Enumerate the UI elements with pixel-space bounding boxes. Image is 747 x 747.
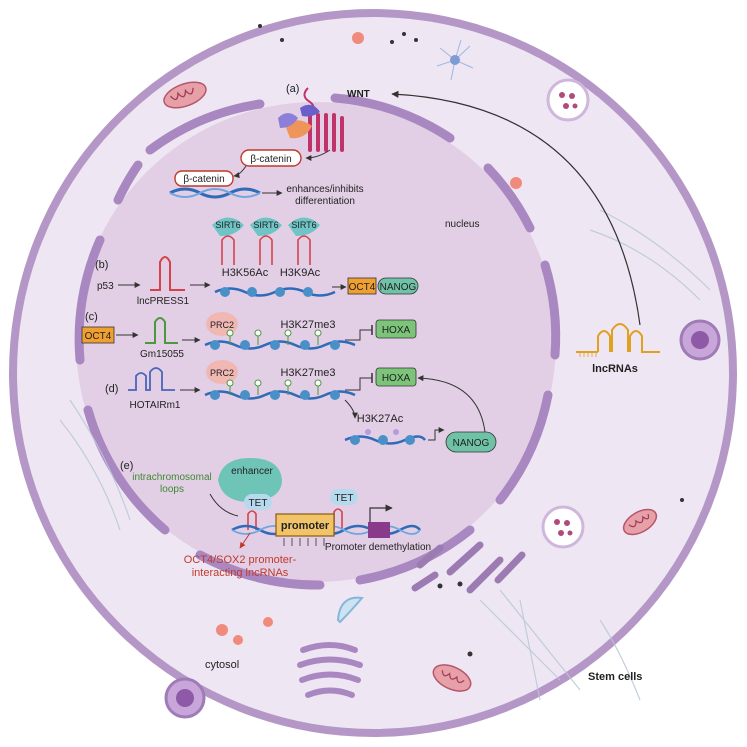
lncrna-icon	[576, 323, 660, 353]
tet-label: TET	[335, 493, 354, 504]
p53-label: p53	[97, 281, 114, 292]
beta-catenin-box	[240, 149, 302, 167]
h3k27ac-label: H3K27Ac	[357, 413, 404, 425]
tet-complex	[330, 489, 358, 505]
panel-c-tag: (c)	[85, 311, 98, 323]
lncpress1-label: lncPRESS1	[137, 296, 190, 307]
vesicle-icon	[546, 78, 590, 122]
promoter-label: promoter	[281, 520, 330, 532]
gene-block	[368, 522, 390, 538]
hoxa-box	[375, 319, 417, 339]
chromatin-strand	[344, 429, 427, 445]
enhancer-label: enhancer	[231, 466, 273, 477]
lncpress1-rna-icon	[150, 256, 185, 291]
lncrnas-label: lncRNAs	[592, 363, 638, 375]
oct4-box	[81, 326, 115, 344]
loops-label: intrachromosomal	[132, 472, 211, 483]
nanog-box	[445, 431, 497, 453]
gm15055-rna-icon	[145, 317, 178, 344]
loops-label: loops	[160, 484, 184, 495]
chromatin-strand	[204, 379, 356, 400]
h3k27me3-label: H3K27me3	[280, 367, 335, 379]
dna-strand	[169, 187, 261, 199]
chromatin-strand	[204, 329, 356, 350]
wnt-label: WNT	[347, 89, 370, 100]
hoxa-label: HOXA	[382, 325, 411, 336]
prc2-label: PRC2	[210, 368, 234, 378]
nuclear-envelope	[74, 93, 561, 590]
mitochondrion-icon	[163, 81, 207, 109]
panel-e-tag: (e)	[120, 460, 133, 472]
h3k27me3-label: H3K27me3	[280, 319, 335, 331]
promoter-box	[275, 513, 335, 537]
sirt6-label: SIRT6	[253, 220, 278, 230]
wnt-receptor-icon	[278, 87, 344, 152]
mitochondrion-icon	[432, 664, 472, 692]
beta-catenin-box	[174, 170, 234, 187]
demethylation-label: Promoter demethylation	[325, 542, 431, 553]
hoxa-box	[375, 367, 417, 387]
nanog-label: NANOG	[453, 438, 490, 449]
oct4-label: OCT4	[85, 331, 112, 342]
lysosome-icon	[164, 677, 206, 719]
mitochondrion-icon	[622, 508, 658, 536]
h3k9ac-label: H3K9Ac	[280, 267, 321, 279]
promoter-lncrna-label: interacting lncRNAs	[192, 567, 289, 579]
h3k56ac-label: H3K56Ac	[222, 267, 269, 279]
hotairm1-label: HOTAIRm1	[130, 400, 181, 411]
effect-label: differentiation	[295, 196, 355, 207]
nanog-label: NANOG	[380, 282, 417, 293]
gm15055-label: Gm15055	[140, 349, 184, 360]
hoxa-label: HOXA	[382, 373, 411, 384]
panel-b-tag: (b)	[95, 259, 108, 271]
prc2-complex	[206, 360, 238, 384]
oct4-box	[347, 277, 377, 295]
cytosol-decorations	[59, 24, 721, 719]
promoter-lncrna-icon	[247, 508, 343, 530]
cytosol-label: cytosol	[205, 659, 239, 671]
effect-label: enhances/inhibits	[286, 184, 363, 195]
lysosome-icon	[679, 319, 721, 361]
enhancer-blob	[218, 458, 282, 502]
beta-catenin-label: β-catenin	[250, 154, 291, 165]
prc2-label: PRC2	[210, 320, 234, 330]
nucleus-body	[76, 102, 556, 582]
sirt6-label: SIRT6	[291, 220, 316, 230]
hotairm1-rna-icon	[128, 367, 175, 391]
stem-cells-label: Stem cells	[588, 671, 642, 683]
panel-d-tag: (d)	[105, 383, 118, 395]
transcription-start-arrow	[369, 504, 393, 522]
nucleus-label: nucleus	[445, 219, 479, 230]
sirt6-complex	[212, 217, 320, 265]
lncrna-to-wnt-arrow	[391, 90, 641, 326]
oct4-label: OCT4	[349, 282, 376, 293]
chromatin-strand	[214, 287, 336, 297]
sirt6-label: SIRT6	[215, 220, 240, 230]
panel-a-tag: (a)	[286, 83, 299, 95]
tet-complex	[244, 494, 272, 510]
tet-label: TET	[249, 498, 268, 509]
nanog-box	[377, 277, 419, 295]
promoter-lncrna-label: OCT4/SOX2 promoter-	[184, 554, 297, 566]
vesicle-icon	[541, 505, 585, 549]
beta-catenin-label: β-catenin	[183, 174, 224, 185]
